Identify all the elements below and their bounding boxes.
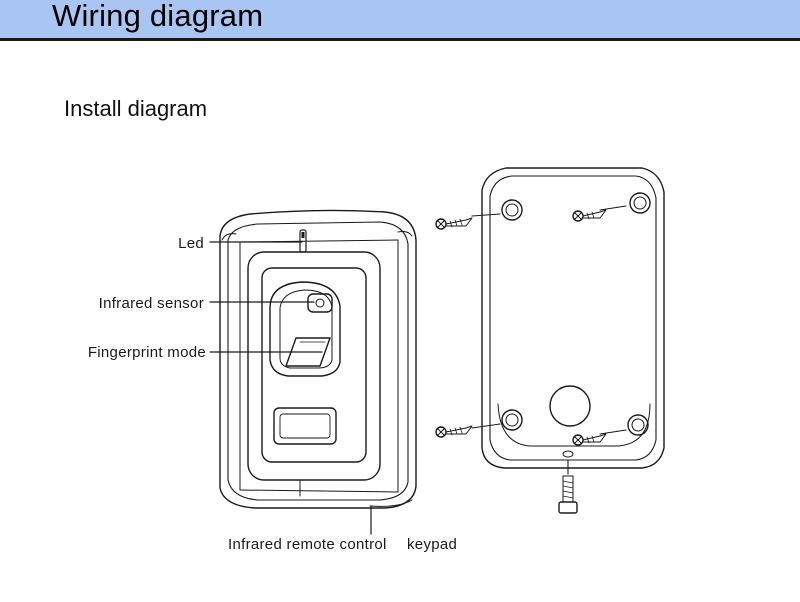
callout-leaders (209, 241, 372, 535)
mounting-hole-icon (501, 409, 523, 431)
callout-keypad: keypad (407, 536, 458, 553)
cable-hole (549, 385, 591, 427)
screw-icon (572, 429, 627, 446)
header-bar: Wiring diagram (0, 0, 800, 41)
callout-fingerprint-mode: Fingerprint mode (87, 344, 206, 361)
mounting-hole-icon (501, 199, 523, 221)
callout-remote: Infrared remote control (228, 536, 387, 553)
infrared-sensor (307, 293, 333, 313)
back-plate (481, 167, 665, 469)
callout-infrared-sensor: Infrared sensor (98, 295, 204, 312)
mounting-hole-icon (627, 414, 649, 436)
bolt-icon (558, 459, 578, 514)
fingerprint-module (285, 337, 331, 367)
front-device (219, 209, 417, 509)
section-title: Install diagram (64, 96, 208, 121)
mounting-hole-icon (629, 192, 651, 214)
fingerprint-window (269, 281, 341, 377)
screw-icon (572, 205, 627, 222)
callout-led: Led (178, 235, 204, 252)
screw-icon (435, 423, 501, 438)
screw-icon (435, 213, 501, 230)
page-title: Wiring diagram (52, 0, 264, 33)
